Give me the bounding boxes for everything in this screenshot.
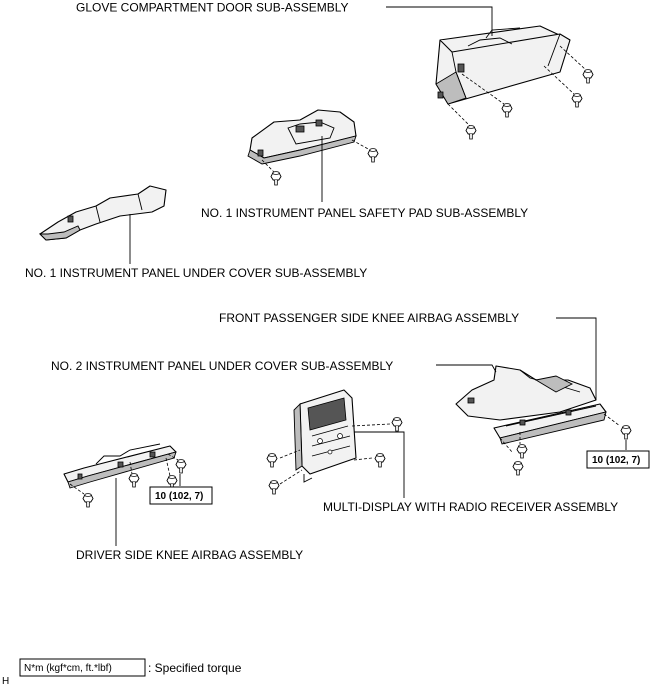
corner-mark: H bbox=[2, 676, 9, 686]
glove-compartment-bolts bbox=[447, 45, 594, 140]
no2-under-cover-part bbox=[455, 365, 597, 421]
label-multi-display: MULTI-DISPLAY WITH RADIO RECEIVER ASSEMB… bbox=[323, 500, 618, 514]
legend-text: : Specified torque bbox=[148, 661, 242, 675]
label-safety-pad: NO. 1 INSTRUMENT PANEL SAFETY PAD SUB-AS… bbox=[201, 206, 528, 220]
multi-display-part bbox=[293, 389, 357, 483]
label-under-cover-2: NO. 2 INSTRUMENT PANEL UNDER COVER SUB-A… bbox=[51, 359, 393, 373]
driver-knee-airbag-bolts bbox=[69, 453, 187, 508]
multi-display-bolts bbox=[266, 417, 403, 495]
leader-multi-display bbox=[354, 431, 405, 498]
legend-box-text: N*m (kgf*cm, ft.*lbf) bbox=[24, 663, 112, 674]
driver-knee-airbag-part bbox=[63, 443, 177, 489]
label-driver-knee-airbag: DRIVER SIDE KNEE AIRBAG ASSEMBLY bbox=[76, 548, 303, 562]
label-glove-compartment: GLOVE COMPARTMENT DOOR SUB-ASSEMBLY bbox=[76, 1, 349, 15]
front-knee-airbag-bolts bbox=[499, 413, 632, 476]
torque-box-driver bbox=[149, 486, 213, 505]
under-cover-1-part bbox=[38, 185, 167, 241]
label-front-knee-airbag: FRONT PASSENGER SIDE KNEE AIRBAG ASSEMBL… bbox=[219, 311, 519, 325]
leader-front-knee bbox=[556, 317, 597, 400]
safety-pad-bolts bbox=[261, 139, 379, 186]
torque-driver: 10 (102, 7) bbox=[155, 491, 203, 502]
safety-pad-part bbox=[247, 109, 357, 165]
leader-under-cover-2 bbox=[436, 364, 497, 373]
label-under-cover-1: NO. 1 INSTRUMENT PANEL UNDER COVER SUB-A… bbox=[25, 266, 367, 280]
torque-box-passenger bbox=[586, 450, 650, 469]
leader-glove bbox=[386, 6, 493, 36]
front-knee-airbag-part bbox=[493, 403, 607, 445]
legend-box bbox=[19, 658, 146, 677]
glove-compartment-door-part bbox=[435, 25, 571, 105]
torque-passenger: 10 (102, 7) bbox=[592, 455, 640, 466]
